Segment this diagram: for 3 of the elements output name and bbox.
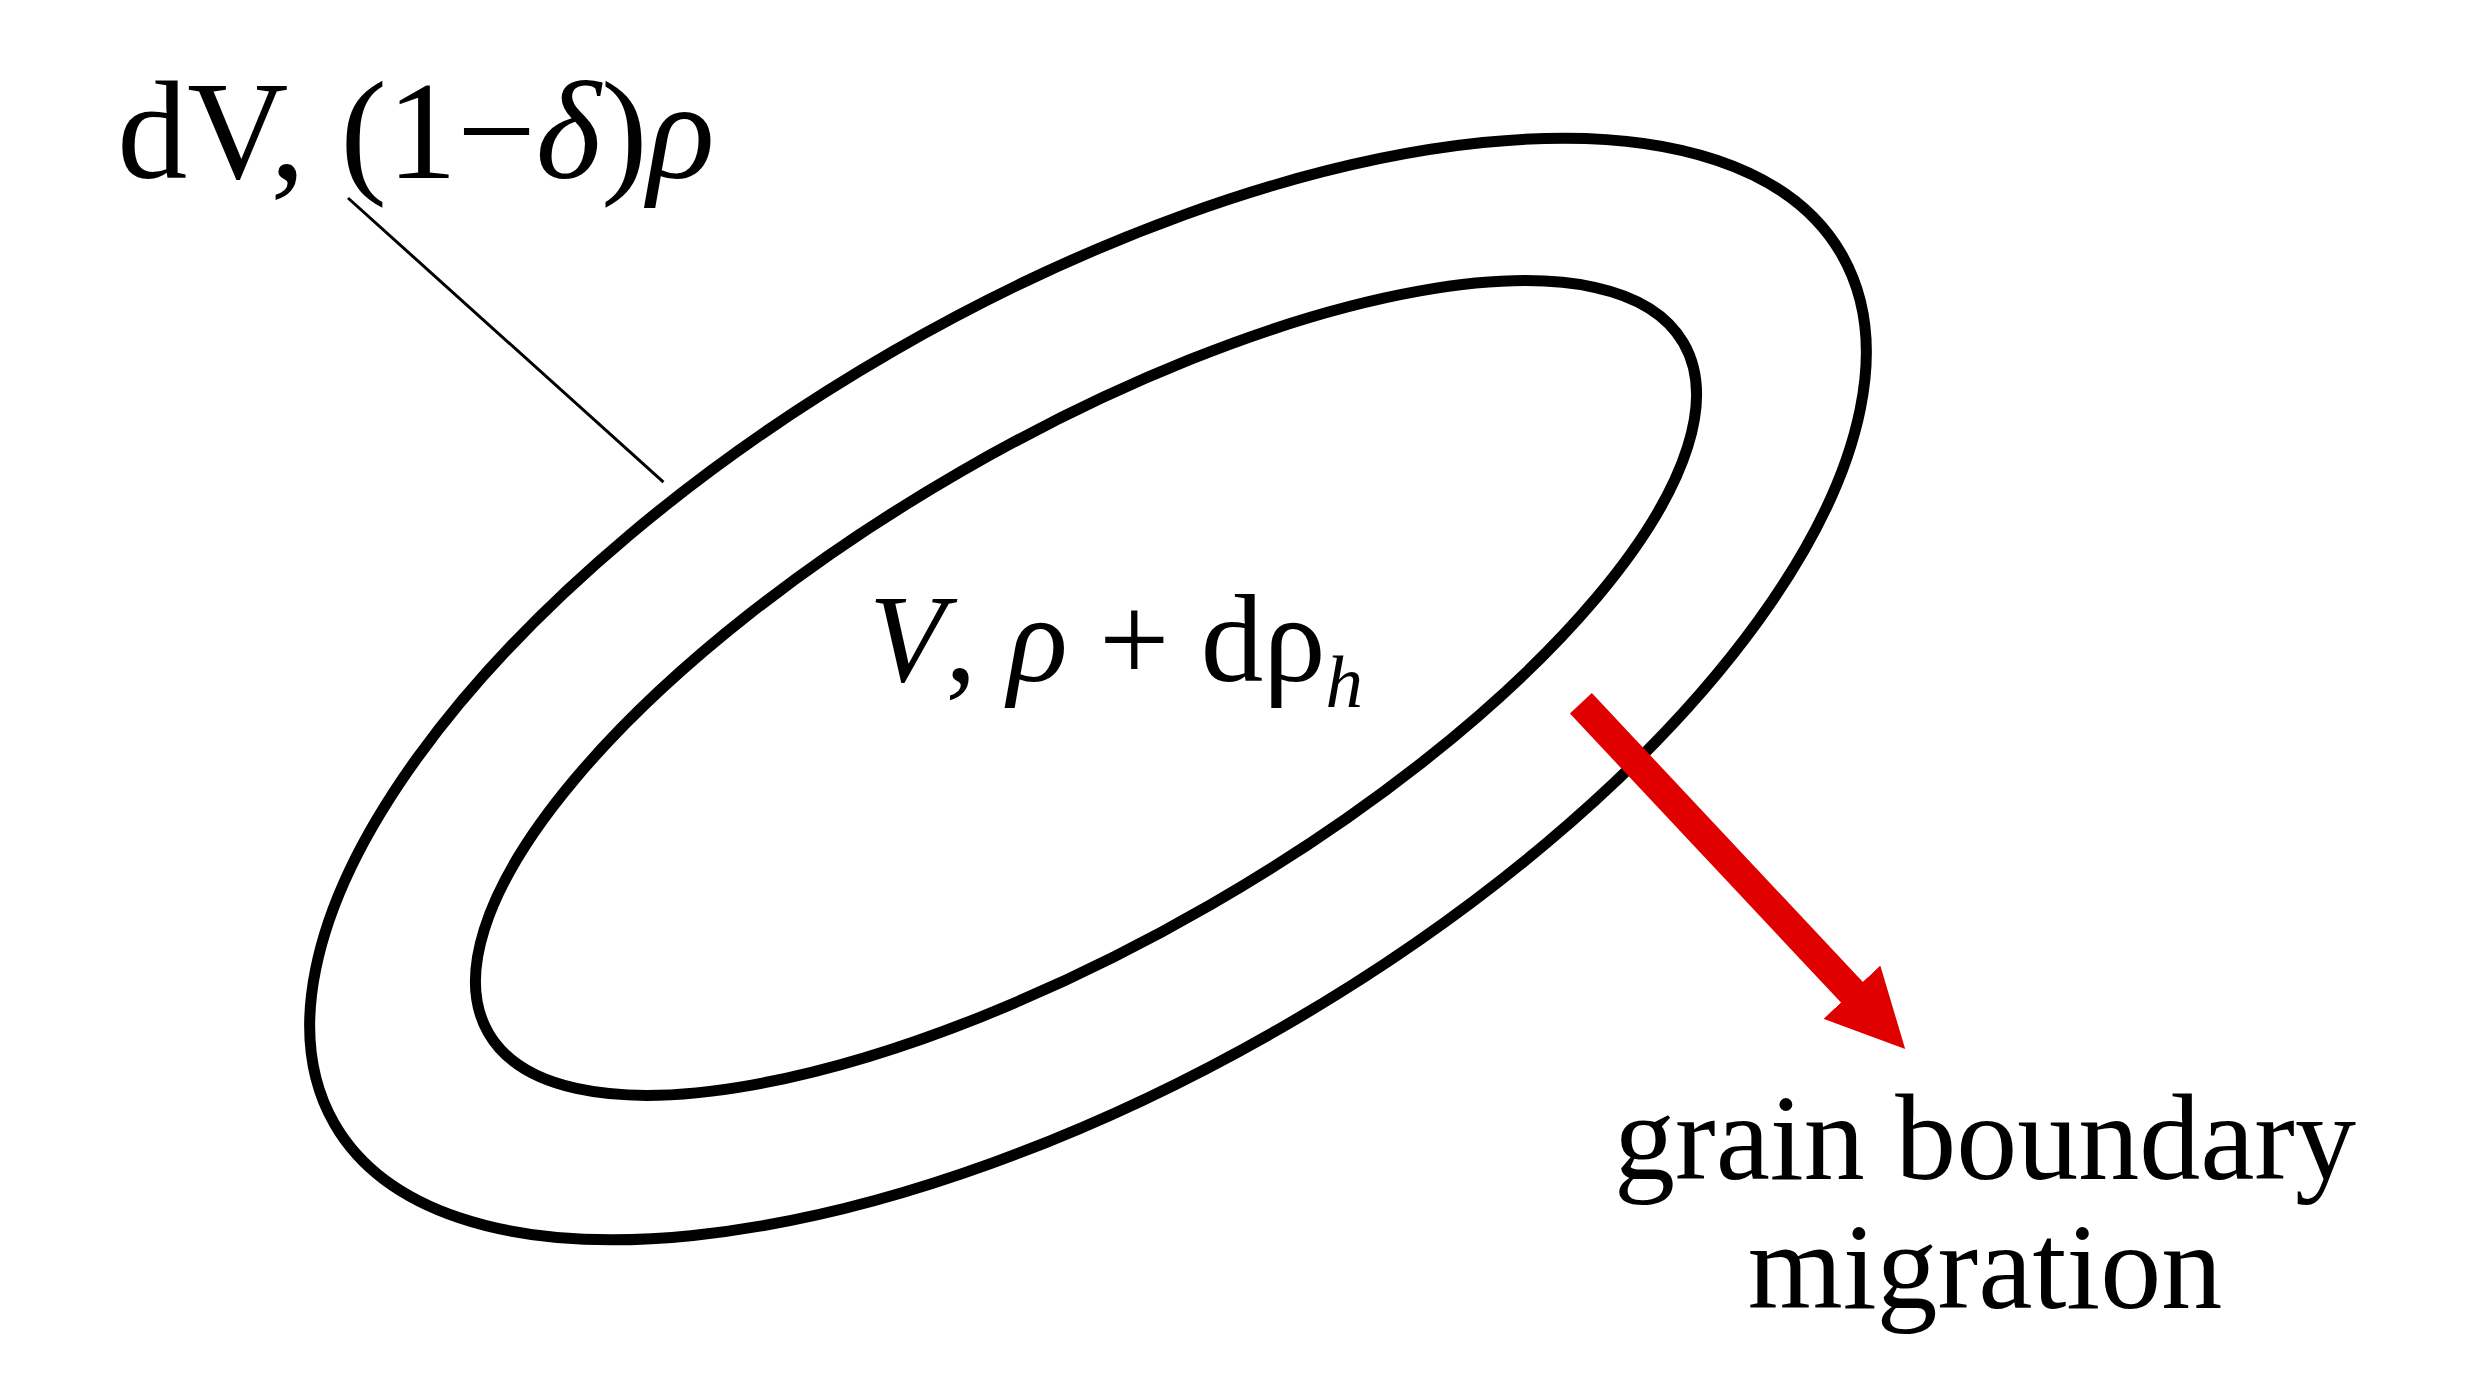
arrow xyxy=(1569,693,1906,1050)
region-label: V, ρ + dρ$_{h}$ xyxy=(868,574,1364,722)
leader-line xyxy=(347,196,665,484)
